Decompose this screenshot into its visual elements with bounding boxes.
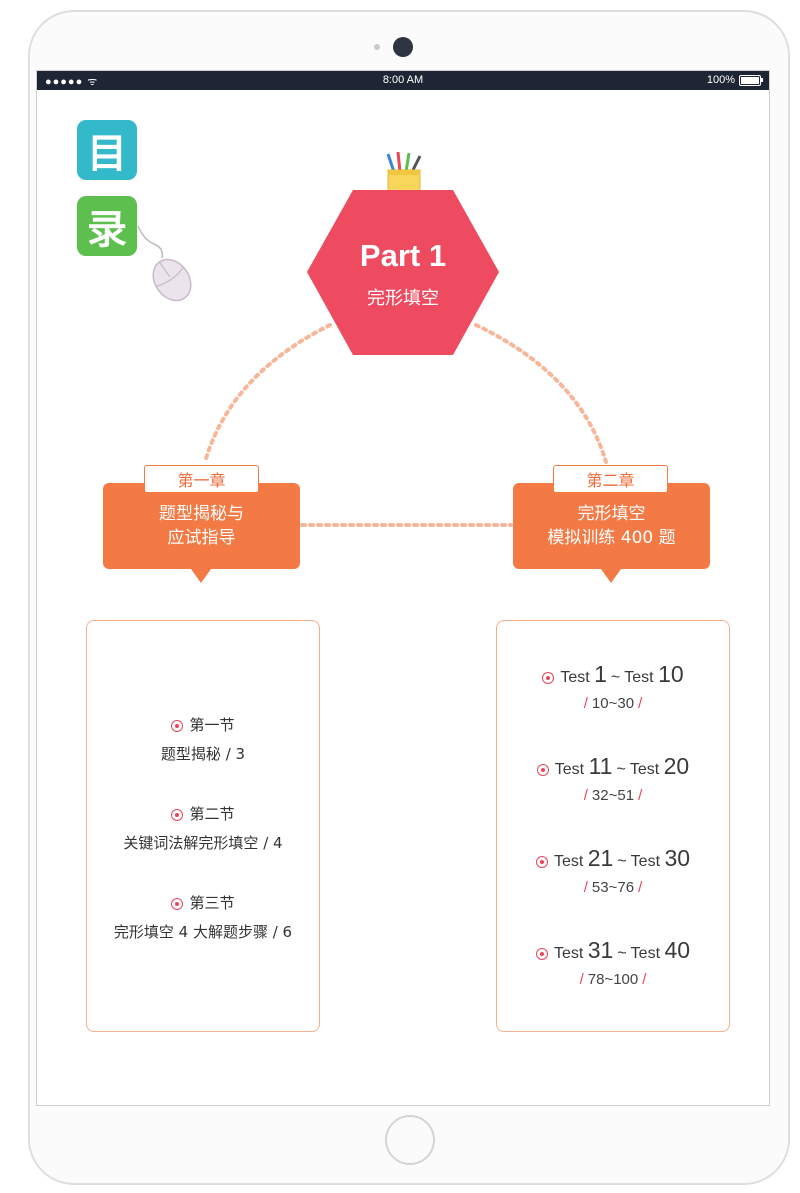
chapter-2-tag: 第二章 [553,465,668,493]
test-range-4[interactable]: Test 31~Test 40 [497,937,729,964]
home-button[interactable] [385,1115,435,1165]
status-time: 8:00 AM [382,74,424,86]
toc-title-char-2: 录 [77,196,137,256]
toc-title-char-1: 目 [77,120,137,180]
section-1-link[interactable]: 题型揭秘 / 3 [160,745,246,763]
bullet-dot-icon [535,856,548,868]
chapter-1-line-1: 题型揭秘与 [159,504,244,524]
bullet-dot-icon [535,948,548,960]
test-range-1[interactable]: Test 1~Test 10 [497,661,729,688]
battery-percent: 100% [706,74,735,86]
battery-icon [739,74,763,86]
bullet-dot-icon [171,809,184,821]
bullet-dot-icon [542,672,555,684]
part-subtitle: 完形填空 [367,288,439,309]
chapter-2-line-2: 模拟训练 400 题 [547,528,676,548]
chapter-2-box[interactable]: 完形填空 模拟训练 400 题 [513,483,710,583]
battery-status: 100% [706,74,763,86]
front-sensor [374,44,380,50]
bullet-dot-icon [536,764,549,776]
bullet-dot-icon [171,720,184,732]
test-range-1-pages[interactable]: /10~30/ [583,695,643,712]
test-range-4-pages[interactable]: /78~100/ [579,971,647,988]
status-bar: ●●●●● ᯤ 8:00 AM 100% [37,71,769,90]
test-range-2[interactable]: Test 11~Test 20 [497,753,729,780]
chapter-1-box[interactable]: 题型揭秘与 应试指导 [103,483,300,583]
chapter-1-sections-panel: 第一节 题型揭秘 / 3 第二节 关键词法解完形填空 / 4 第三节 完形填空 … [86,620,320,1032]
mouse-icon [137,225,192,302]
test-range-3[interactable]: Test 21~Test 30 [497,845,729,872]
bullet-dot-icon [171,898,184,910]
section-2-heading[interactable]: 第二节 [87,803,319,824]
section-3-link[interactable]: 完形填空 4 大解题步骤 / 6 [113,923,293,941]
section-3-heading[interactable]: 第三节 [87,892,319,913]
chapter-1-line-2: 应试指导 [167,528,236,548]
section-2-link[interactable]: 关键词法解完形填空 / 4 [123,834,283,852]
chapter-2-tests-panel: Test 1~Test 10 /10~30/ Test 11~Test 20 /… [496,620,730,1032]
test-range-2-pages[interactable]: /32~51/ [583,787,643,804]
test-range-3-pages[interactable]: /53~76/ [583,879,643,896]
part-hexagon: Part 1 完形填空 [307,190,499,355]
chapter-1-tag: 第一章 [144,465,259,493]
part-title: Part 1 [359,238,447,273]
chapter-2-line-1: 完形填空 [577,504,646,524]
front-camera [393,37,413,57]
section-1-heading[interactable]: 第一节 [87,714,319,735]
signal-indicator: ●●●●● ᯤ [45,76,99,88]
